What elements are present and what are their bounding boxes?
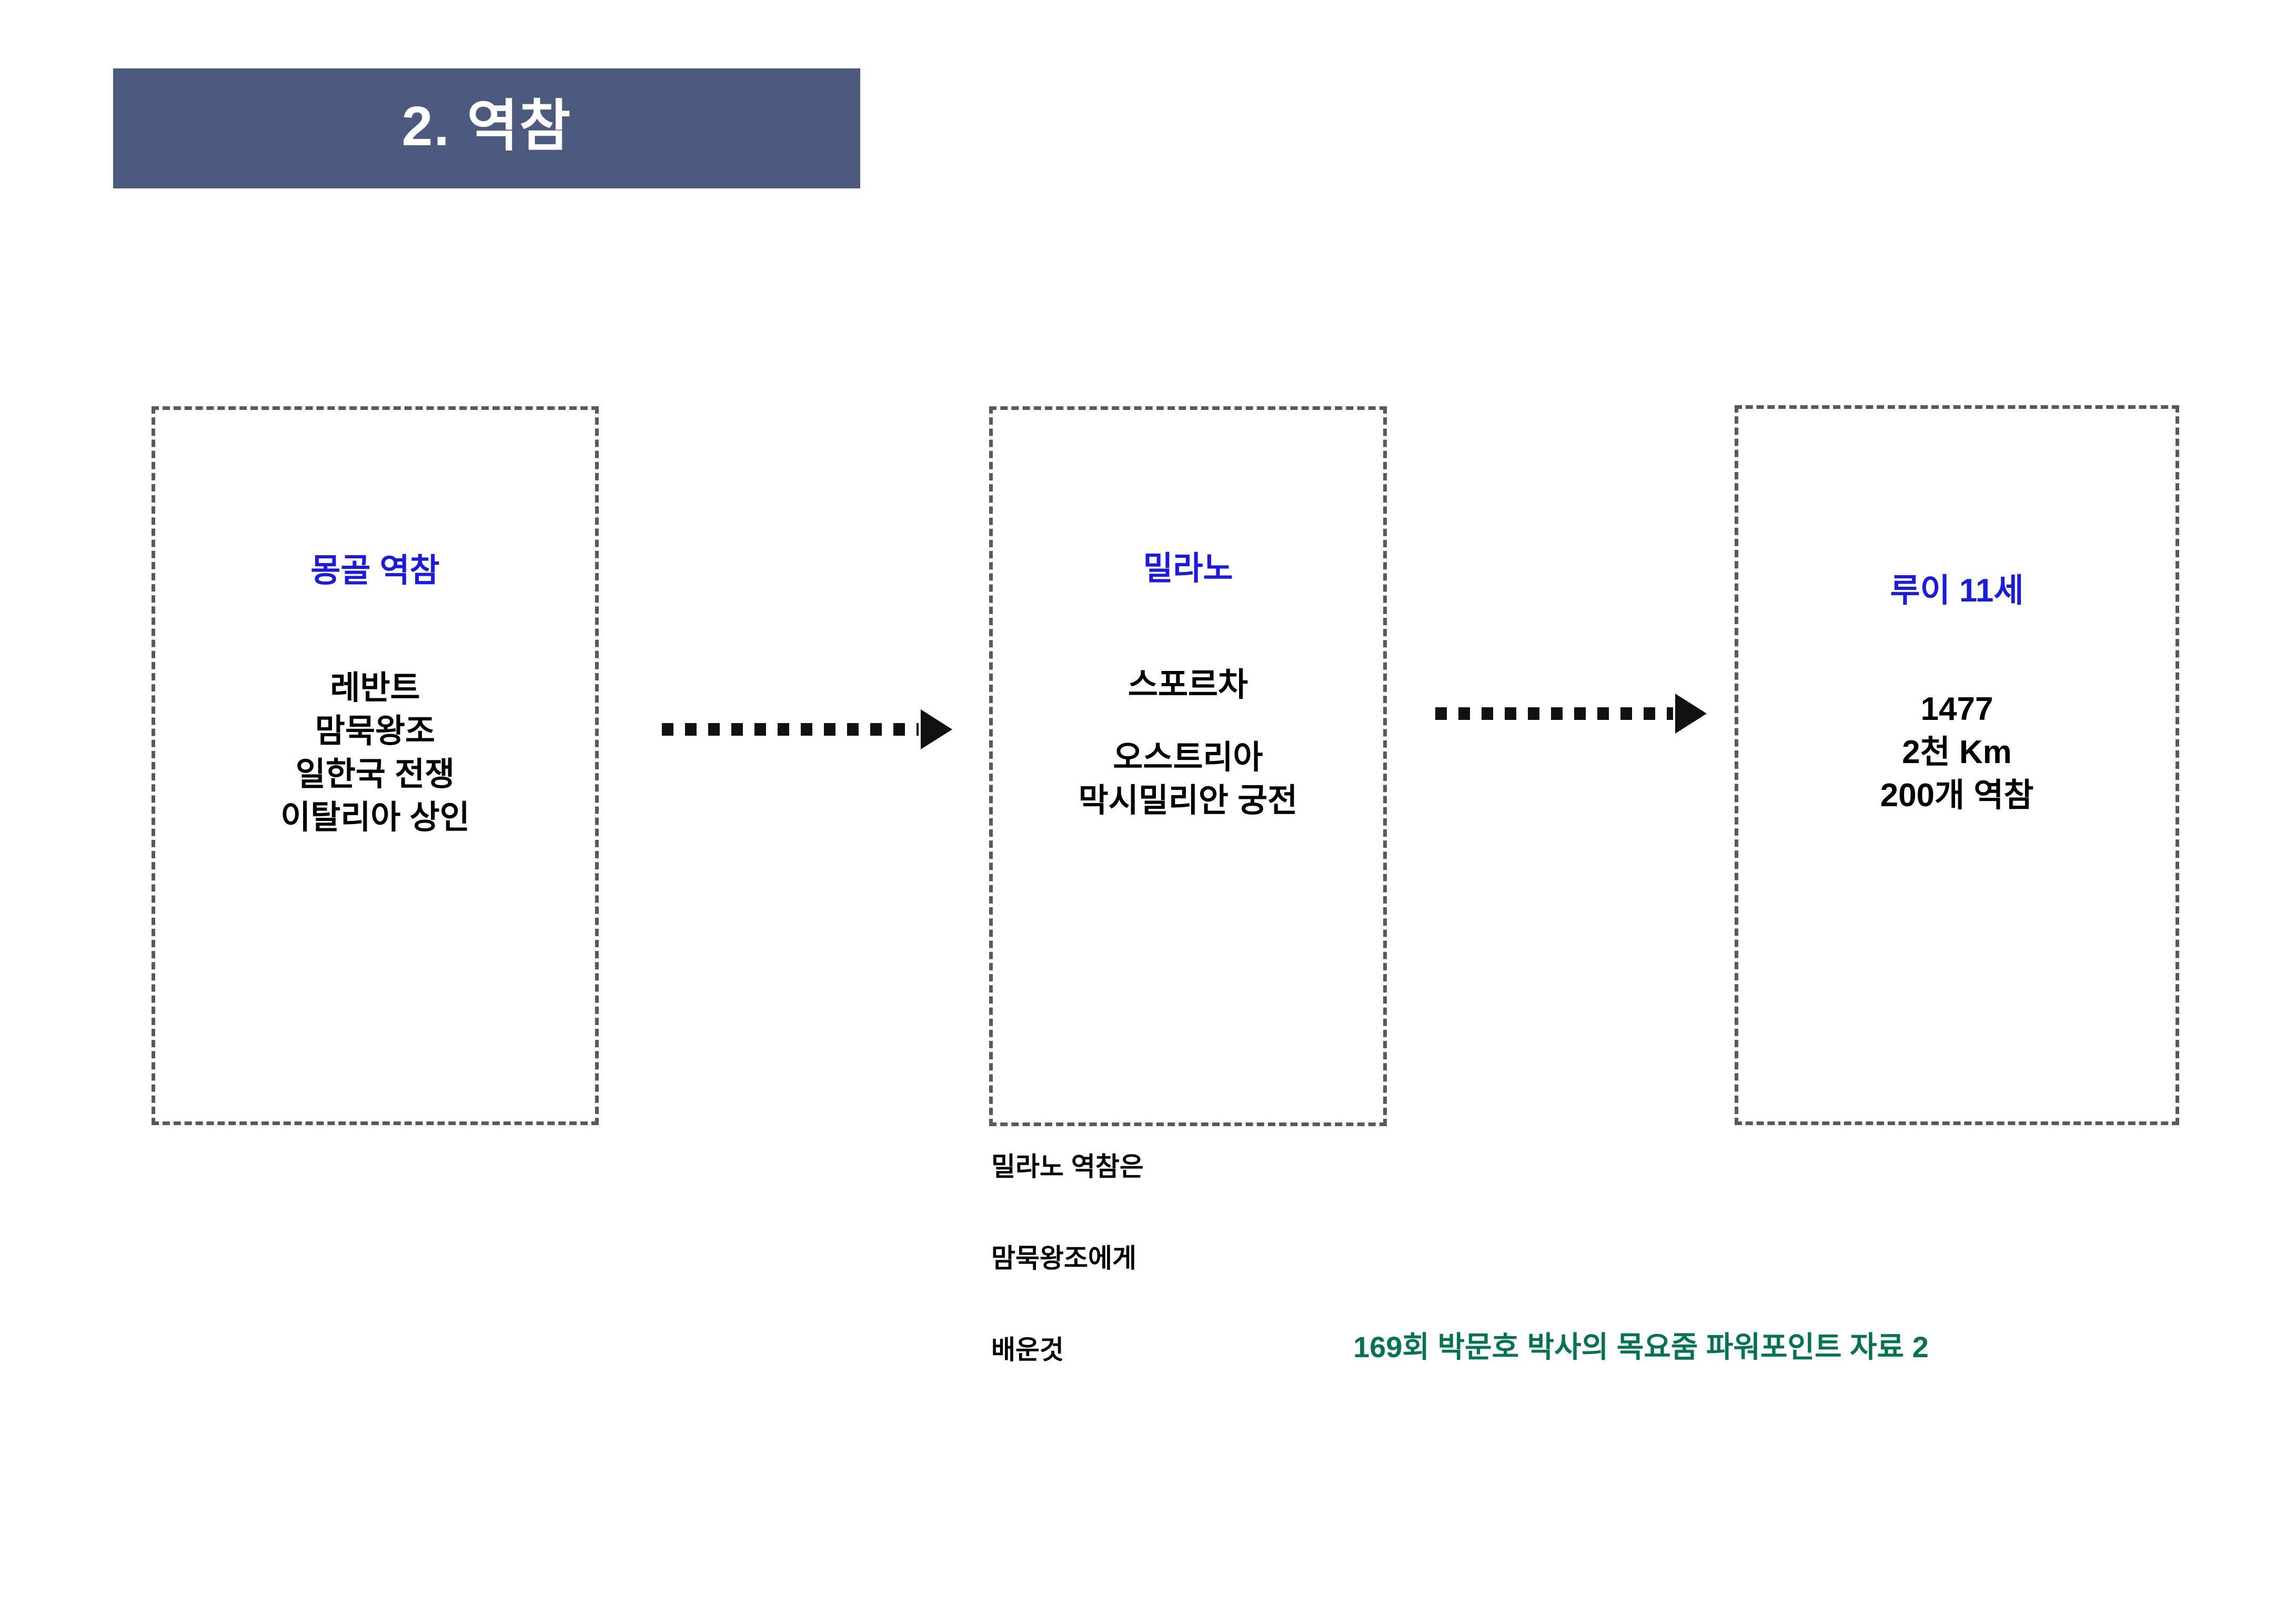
- arrow-head-icon: [1675, 694, 1707, 734]
- arrow-milano-to-louis: [1435, 694, 1707, 734]
- flow-box-louis: 루이 11세 1477 2천 Km 200개 역참: [1735, 405, 2179, 1125]
- flow-box-louis-heading: 루이 11세: [1890, 573, 2024, 609]
- slide-title-banner: 2. 역참: [113, 68, 860, 188]
- flow-box-mongol-line-3: 일한국 전쟁: [295, 756, 455, 793]
- arrow-head-icon: [921, 709, 952, 749]
- flow-box-mongol: 몽골 역참 레반트 맘묵왕조 일한국 전쟁 이탈리아 상인: [152, 406, 599, 1125]
- flow-box-mongol-heading: 몽골 역참: [310, 553, 440, 589]
- arrow-mongol-to-milano: [662, 709, 952, 749]
- flow-box-louis-body: 1477 2천 Km 200개 역참: [1880, 688, 2034, 817]
- flow-box-mongol-line-2: 맘묵왕조: [315, 713, 436, 750]
- footer-credit: 169회 박문호 박사의 목요줌 파워포인트 자료 2: [1353, 1330, 1929, 1364]
- flow-box-milano: 밀라노 스포르차 오스트리아 막시밀리안 궁전: [989, 406, 1387, 1126]
- caption-line-1: 밀라노 역참은: [991, 1152, 1144, 1181]
- flow-box-milano-line-1: 스포르차: [1127, 667, 1248, 704]
- caption-line-2: 맘묵왕조에게: [991, 1244, 1136, 1273]
- flow-box-louis-line-1: 1477: [1920, 691, 1993, 728]
- flow-box-louis-line-2: 2천 Km: [1902, 734, 2012, 771]
- flow-box-milano-body: 스포르차 오스트리아 막시밀리안 궁전: [1079, 664, 1298, 822]
- flow-box-milano-line-3: 막시밀리안 궁전: [1078, 782, 1298, 819]
- flow-box-louis-line-3: 200개 역참: [1880, 777, 2034, 814]
- flow-box-mongol-line-4: 이탈리아 상인: [280, 799, 470, 836]
- page-title: 2. 역참: [401, 95, 572, 157]
- flow-box-mongol-body: 레반트 맘묵왕조 일한국 전쟁 이탈리아 상인: [280, 667, 469, 839]
- flow-box-mongol-line-1: 레반트: [330, 670, 420, 707]
- flow-box-milano-heading: 밀라노: [1143, 550, 1233, 587]
- arrow-dotted-shaft-icon: [1435, 707, 1673, 720]
- caption-line-3: 배운것: [991, 1335, 1064, 1365]
- arrow-dotted-shaft-icon: [662, 723, 919, 736]
- flow-box-milano-line-2: 오스트리아: [1113, 739, 1263, 776]
